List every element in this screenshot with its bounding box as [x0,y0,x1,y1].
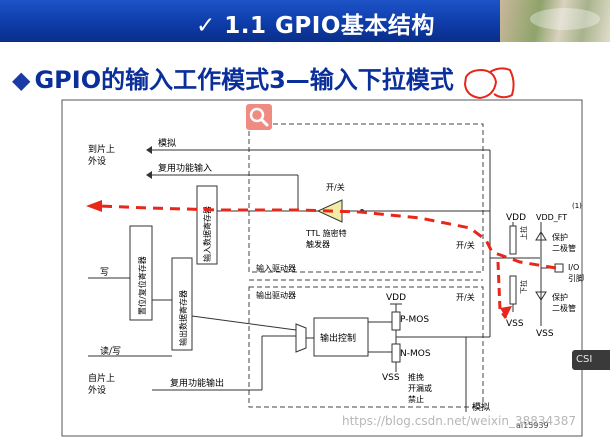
label-pmos: P-MOS [400,315,429,325]
label-to-onchip-2: 外设 [88,155,106,167]
input-data-register [196,185,218,265]
alt-in-arrow-icon [146,171,152,179]
figure-id: ai15939 [516,421,549,430]
label-vss-mos: VSS [382,373,400,383]
label-analog-bottom: 模拟 [472,401,490,413]
set-reset-register-label: 置位/复位寄存器 [137,256,147,315]
label-to-onchip-1: 到片上 [88,143,115,155]
side-toolbar-tab[interactable]: CSI [572,350,610,370]
pmos-transistor [391,311,401,331]
label-from-onchip-1: 自片上 [88,372,115,384]
label-write: 写 [100,267,109,278]
pull-down-arrow-icon [500,306,512,318]
output-data-register [171,257,193,351]
label-vdd-pin: VDD [506,213,526,223]
label-nmos: N-MOS [400,349,431,359]
highlight-circle-xia [463,68,498,100]
label-on-off-pu: 开/关 [456,240,475,250]
label-vdd-ft: VDD_FT [536,213,567,222]
label-push-pull-1: 推挽 [408,372,424,382]
output-driver-box [248,286,484,408]
label-pull-up: 上拉 [519,226,528,240]
label-vss-diode: VSS [536,329,554,339]
input-data-register-label: 输入数据寄存器 [202,206,212,262]
label-vss-pin: VSS [506,319,524,329]
magnifier-icon [249,107,269,127]
label-input-driver: 输入驱动器 [256,263,296,273]
bullet-diamond-icon: ◆ [12,66,31,94]
label-protect-top-2: 二极管 [552,243,576,253]
od-to-mux [191,315,297,331]
input-driver-box [248,123,484,273]
subtitle-text: GPIO的输入工作模式3—输入下拉模式 [34,66,454,94]
label-io-pin-2: 引脚 [568,273,584,283]
slide-subtitle: ◆GPIO的输入工作模式3—输入下拉模式 [12,60,454,95]
label-pull-down: 下拉 [519,280,528,294]
label-protect-bot-1: 保护 [552,292,568,302]
zoom-tool-button[interactable] [246,104,272,130]
pull-down-path-red [496,261,508,319]
label-from-onchip-2: 外设 [88,384,106,396]
output-data-register-label: 输出数据寄存器 [178,290,188,346]
label-protect-bot-2: 二极管 [552,303,576,313]
banner-photo [500,0,610,42]
signal-arrow-icon [86,200,102,212]
label-output-driver: 输出驱动器 [256,290,296,300]
analog-arrow-icon [146,146,152,154]
set-reset-register [129,225,153,321]
nmos-transistor [391,343,401,363]
io-pin-square [554,263,564,273]
label-vdd-mos: VDD [386,293,406,303]
label-on-off-pd: 开/关 [456,292,475,302]
pull-down-resistor [509,275,517,305]
output-mux [295,323,307,353]
pull-up-resistor [509,225,517,255]
label-alt-func-out: 复用功能输出 [170,377,224,389]
label-push-pull-2: 开漏或 [408,383,432,393]
signal-path-red [99,204,557,270]
label-io-pin-1: I/O [568,263,579,272]
label-on-off-top: 开/关 [326,182,345,192]
label-alt-func-in: 复用功能输入 [158,162,212,174]
label-output-control: 输出控制 [320,332,356,344]
label-schmitt-1: TTL 施密特 [305,228,347,238]
output-control-block [313,317,369,357]
slide-banner: ✓ 1.1 GPIO基本结构 [0,0,610,42]
csdn-watermark: https://blog.csdn.net/weixin_38834387 [342,414,577,428]
label-protect-top-1: 保护 [552,232,568,242]
label-schmitt-2: 触发器 [306,239,330,249]
label-analog-top: 模拟 [158,137,176,149]
label-push-pull-3: 禁止 [408,394,424,404]
banner-title: ✓ 1.1 GPIO基本结构 [196,13,435,39]
highlight-circle-la [489,67,515,99]
label-footnote-mark: (1) [572,202,582,210]
label-read-write: 读/写 [100,345,121,357]
